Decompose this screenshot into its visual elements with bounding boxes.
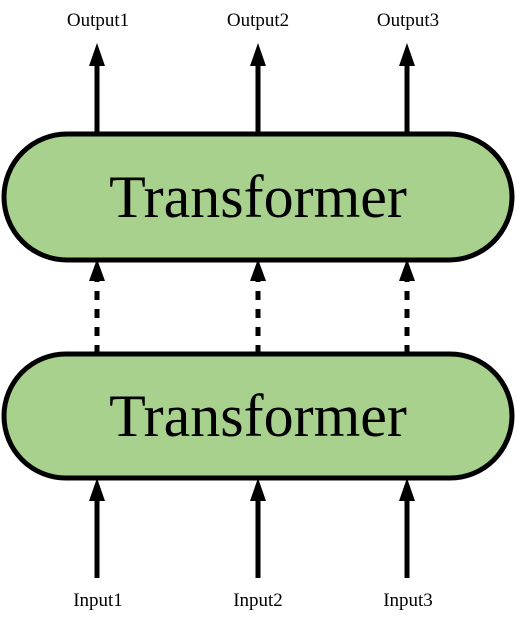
input-label-3: Input3 — [383, 590, 433, 611]
input-label-2: Input2 — [233, 590, 283, 611]
input-label-1: Input1 — [73, 590, 123, 611]
dashed-arrow-2 — [250, 259, 266, 354]
transformer-block-top: Transformer — [1, 131, 515, 263]
dashed-arrow-3 — [399, 259, 415, 354]
output-label-3: Output3 — [377, 10, 439, 31]
input-arrow-3 — [399, 478, 415, 578]
transformer-block-bottom-label: Transformer — [109, 383, 407, 449]
output-arrow-3 — [399, 43, 415, 134]
dashed-arrow-1 — [89, 259, 105, 354]
output-label-1: Output1 — [67, 10, 129, 31]
input-arrow-1 — [89, 478, 105, 578]
transformer-block-top-label: Transformer — [109, 164, 407, 230]
input-arrow-2 — [250, 478, 266, 578]
transformer-block-bottom: Transformer — [1, 351, 515, 481]
output-arrow-1 — [89, 43, 105, 134]
output-arrow-2 — [250, 43, 266, 134]
output-label-2: Output2 — [227, 10, 289, 31]
